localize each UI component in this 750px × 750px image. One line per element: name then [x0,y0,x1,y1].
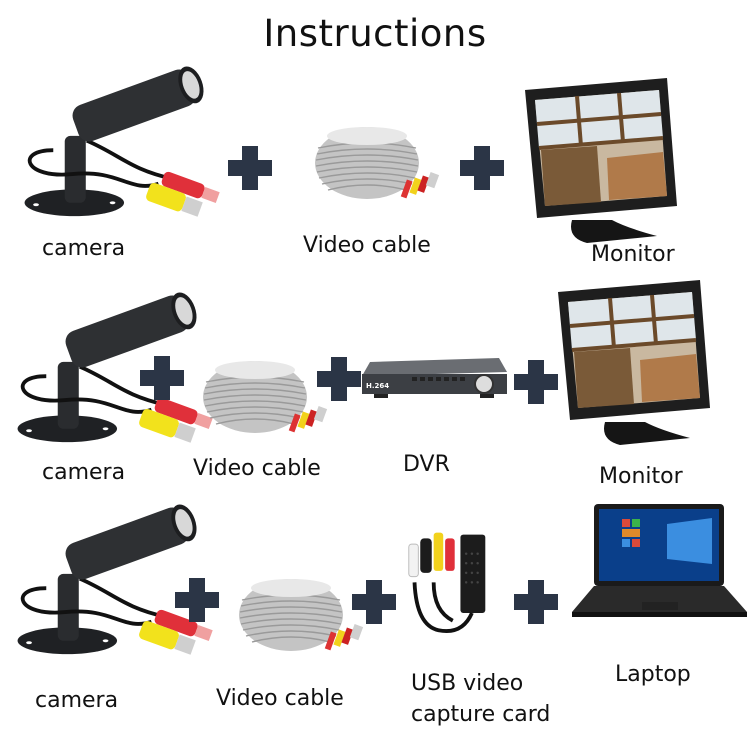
item-label-camera: camera [35,688,119,713]
item-label-video-cable: Video cable [303,233,431,258]
item-label-monitor: Monitor [599,464,683,489]
bullet-camera-icon [15,287,216,451]
item-label-laptop: Laptop [615,662,691,687]
item-label-camera: camera [42,460,126,485]
item-label-usb-video: USB video [411,671,524,696]
plus-icon [514,360,558,404]
lcd-monitor-icon [523,78,679,245]
dvr-recorder-icon [362,357,507,398]
lcd-monitor-icon [556,280,712,447]
laptop-icon [572,504,747,617]
plus-icon [352,580,396,624]
plus-icon [175,578,219,622]
video-cable-coil-icon [238,578,364,652]
plus-icon [317,357,361,401]
page-title: Instructions [263,12,487,55]
item-label-camera: camera [42,236,126,261]
item-label-video-cable: Video cable [193,456,321,481]
item-label-monitor: Monitor [591,242,675,267]
bullet-camera-icon [22,61,223,225]
plus-icon [460,146,504,190]
video-cable-coil-icon [314,126,440,200]
plus-icon [514,580,558,624]
item-label-video-cable: Video cable [216,686,344,711]
plus-icon [228,146,272,190]
usb-capture-card-icon [406,530,488,633]
item-label-capture-card: capture card [411,702,551,727]
plus-icon [140,356,184,400]
video-cable-coil-icon [202,360,328,434]
item-label-dvr: DVR [403,452,450,477]
